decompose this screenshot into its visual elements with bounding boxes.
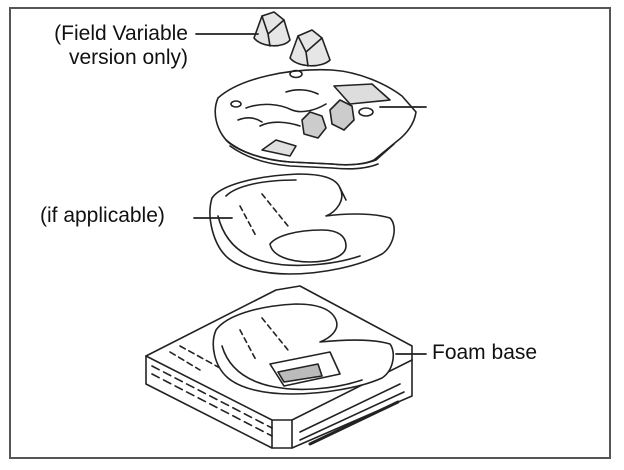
- field-variable-bumps: [253, 11, 331, 67]
- label-foam-base: Foam base: [432, 341, 538, 364]
- leader-lines: [193, 33, 427, 355]
- label-if-applicable: (if applicable): [40, 204, 165, 227]
- label-field-variable-line1: (Field Variable: [54, 22, 188, 45]
- label-field-variable: (Field Variable version only): [26, 22, 188, 70]
- foam-base-block: [145, 285, 413, 449]
- middle-cup-layer: [209, 173, 395, 275]
- label-field-variable-line2: version only): [68, 46, 188, 69]
- top-textured-layer: [214, 68, 417, 170]
